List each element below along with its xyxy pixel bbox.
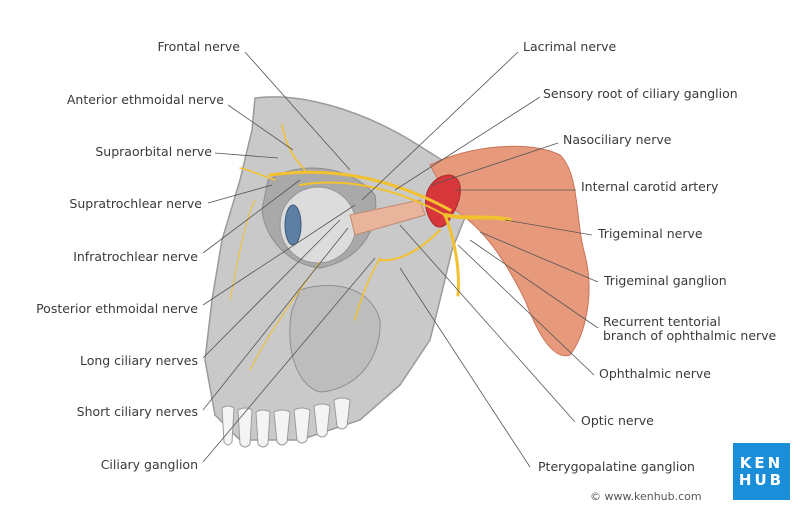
iris <box>284 204 302 246</box>
label-trigeminal-ganglion: Trigeminal ganglion <box>604 273 727 288</box>
copyright-text: © www.kenhub.com <box>590 490 702 503</box>
label-anterior-ethmoidal-nerve: Anterior ethmoidal nerve <box>66 92 224 107</box>
logo-line-1: KEN <box>739 453 784 472</box>
label-short-ciliary-nerves: Short ciliary nerves <box>76 404 198 419</box>
label-recurrent-tentorial-branch: Recurrent tentorial branch of ophthalmic… <box>603 314 777 343</box>
label-lacrimal-nerve: Lacrimal nerve <box>523 39 617 54</box>
teeth <box>221 397 351 448</box>
label-ciliary-ganglion: Ciliary ganglion <box>100 457 198 472</box>
internal-carotid-artery <box>425 174 461 228</box>
label-ophthalmic-nerve: Ophthalmic nerve <box>599 366 711 381</box>
label-sensory-root-ciliary-ganglion: Sensory root of ciliary ganglion <box>543 86 738 101</box>
label-nasociliary-nerve: Nasociliary nerve <box>563 132 672 147</box>
label-pterygopalatine-ganglion: Pterygopalatine ganglion <box>538 459 695 474</box>
optic-nerve-shape <box>349 199 426 236</box>
label-long-ciliary-nerves: Long ciliary nerves <box>79 353 198 368</box>
label-supratrochlear-nerve: Supratrochlear nerve <box>69 196 202 211</box>
kenhub-logo: KEN HUB <box>733 443 790 500</box>
leader-lines <box>202 51 599 468</box>
label-optic-nerve: Optic nerve <box>581 413 654 428</box>
label-trigeminal-nerve: Trigeminal nerve <box>598 226 703 241</box>
label-posterior-ethmoidal-nerve: Posterior ethmoidal nerve <box>36 301 198 316</box>
label-infratrochlear-nerve: Infratrochlear nerve <box>73 249 198 264</box>
label-supraorbital-nerve: Supraorbital nerve <box>95 144 212 159</box>
label-internal-carotid-artery: Internal carotid artery <box>581 179 719 194</box>
logo-line-2: HUB <box>738 470 785 489</box>
temporalis-muscle <box>429 145 590 357</box>
label-frontal-nerve: Frontal nerve <box>157 39 240 54</box>
